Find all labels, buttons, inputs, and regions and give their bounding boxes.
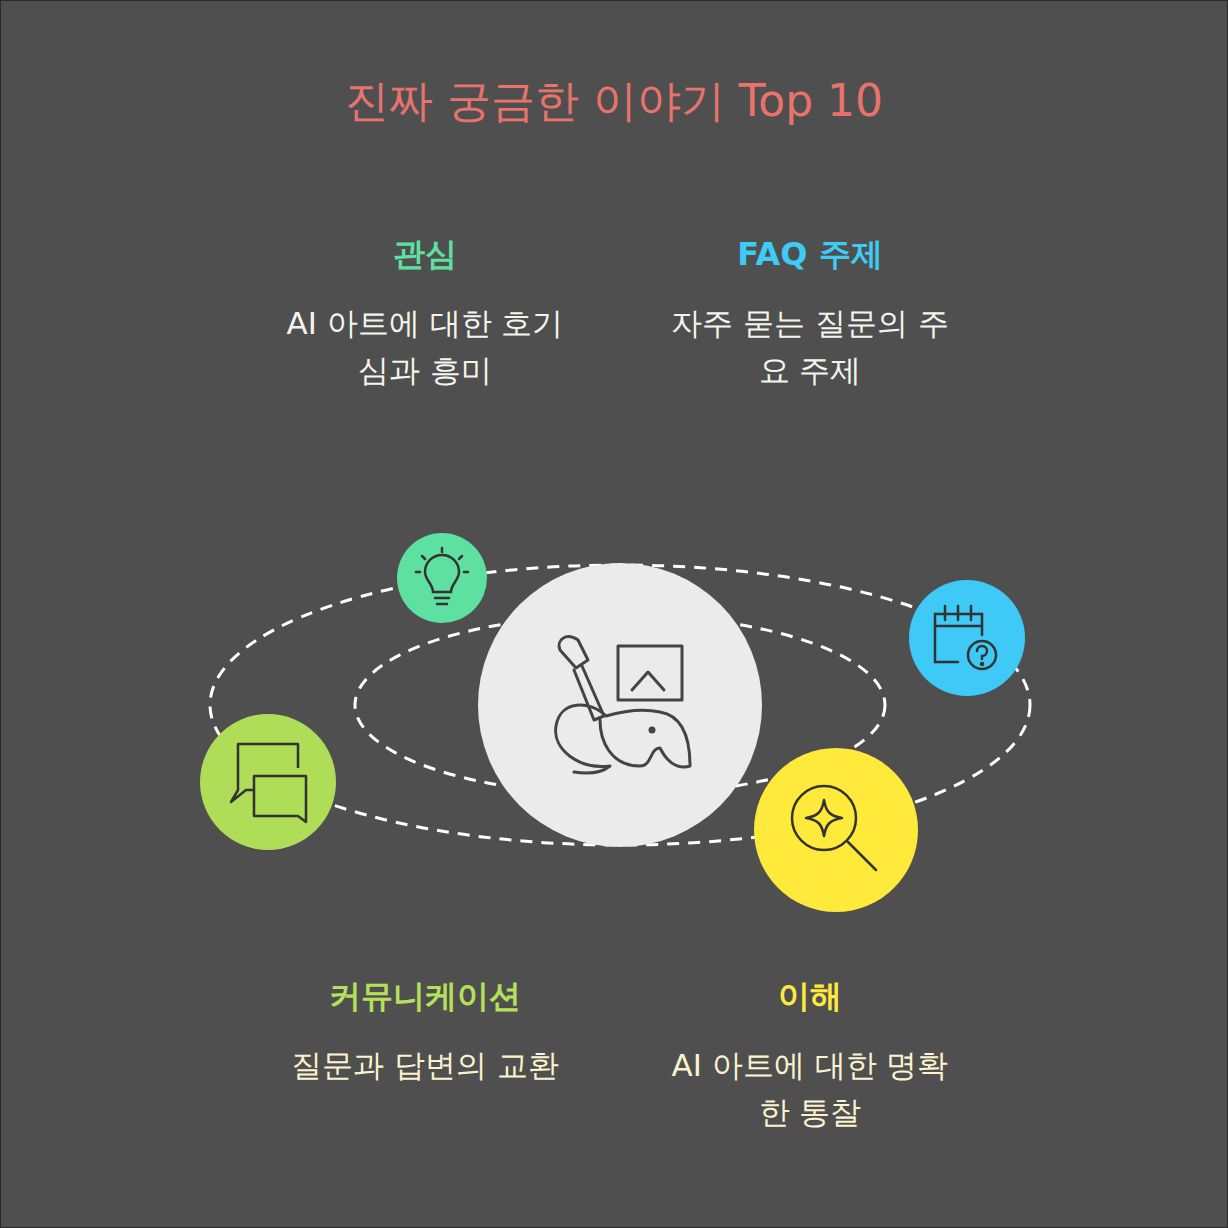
section-body: 질문과 답변의 교환 [225,1042,625,1089]
understanding-circle [754,748,918,912]
calendar-question-icon [935,606,996,669]
frame-mountain [632,672,664,690]
section-heading: 이해 [650,972,970,1020]
elephant-eye [650,728,654,732]
art-icon [556,637,690,773]
title: 진짜 궁금한 이야기 Top 10 [114,68,1114,134]
center-circle [478,563,762,847]
search-sparkle-icon [792,786,876,870]
section-body: AI 아트에 대한 호기심과 흥미 [280,300,570,393]
section-heading: 관심 [265,230,585,278]
lightbulb-icon [416,548,468,604]
section-body: AI 아트에 대한 명확한 통찰 [665,1042,955,1135]
interest-circle [397,533,487,623]
communication-circle [200,714,336,850]
chat-icon [231,744,306,822]
faq-circle [909,580,1025,696]
brush-tip [559,637,588,668]
elephant [556,705,690,773]
section-body: 자주 묻는 질문의 주요 주제 [665,300,955,393]
section-heading: 커뮤니케이션 [245,972,605,1020]
section-heading: FAQ 주제 [650,230,970,278]
picture-frame [618,646,682,700]
